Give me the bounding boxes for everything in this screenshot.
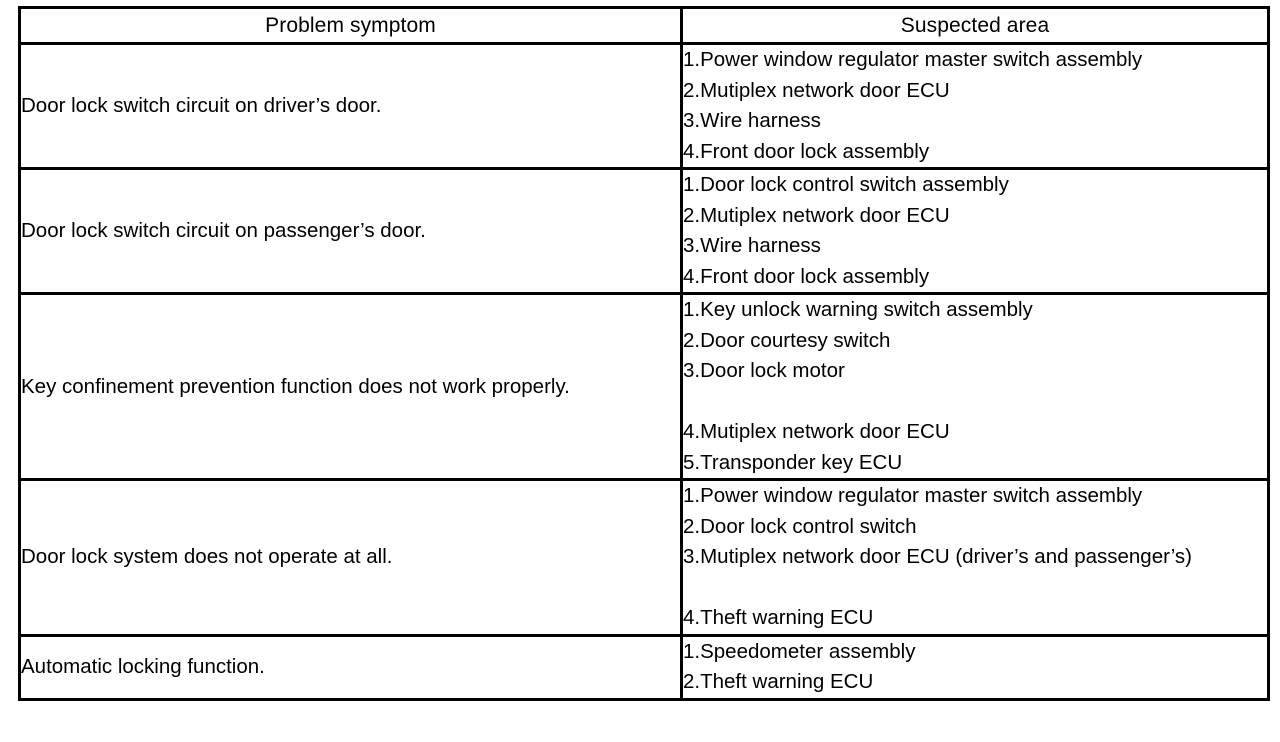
item-label: Door lock motor [700,359,845,382]
table-header-row: Problem symptom Suspected area [18,6,1270,45]
suspected-area-item: 1.Key unlock warning switch assembly [683,295,1267,326]
suspected-area-item: 2.Door lock control switch [683,512,1267,543]
item-label: Theft warning ECU [700,670,874,693]
symptom-cell: Door lock switch circuit on passenger’s … [18,167,683,295]
suspected-area-item: 1.Power window regulator master switch a… [683,481,1267,512]
item-label: Power window regulator master switch ass… [700,48,1143,71]
symptom-cell: Door lock system does not operate at all… [18,478,683,637]
item-number: 4. [683,606,701,629]
item-label: Mutiplex network door ECU [700,203,950,227]
item-number: 3. [683,359,701,382]
suspected-area-item: 3.Wire harness [683,106,1267,137]
table-row: Key confinement prevention function does… [18,292,1270,481]
suspected-area-item: 4.Theft warning ECU [683,603,1267,634]
symptom-cell: Automatic locking function. [18,633,683,701]
item-number: 4. [683,264,701,288]
item-number: 2. [683,328,701,352]
item-label: Wire harness [700,234,821,257]
suspected-area-item: 2.Door courtesy switch [683,326,1267,357]
item-number: 1. [683,484,701,507]
item-number: 2. [683,78,701,102]
suspected-area-item: 2.Mutiplex network door ECU [683,76,1267,107]
table-row: Automatic locking function.1.Speedometer… [18,633,1270,701]
item-label: Mutiplex network door ECU [700,78,950,102]
table-body: Door lock switch circuit on driver’s doo… [18,42,1270,701]
item-label: Door courtesy switch [700,328,891,352]
item-label: Front door lock assembly [700,139,930,163]
suspected-area-item: 5.Transponder key ECU [683,448,1267,479]
item-number: 1. [683,639,701,663]
column-header-suspected-area: Suspected area [680,6,1270,45]
suspected-area-item: 3.Mutiplex network door ECU (driver’s an… [683,542,1267,573]
item-label: Mutiplex network door ECU [700,420,950,443]
suspected-area-item: 4.Mutiplex network door ECU [683,417,1267,448]
item-label: Door lock control switch assembly [700,173,1009,196]
suspected-area-item: 4.Front door lock assembly [683,137,1267,168]
item-number: 2. [683,514,701,538]
item-number: 5. [683,450,701,474]
suspected-area-item: 1.Door lock control switch assembly [683,170,1267,201]
item-number: 3. [683,234,701,257]
item-label: Theft warning ECU [700,606,874,629]
item-number: 2. [683,670,701,693]
item-number: 3. [683,109,701,132]
item-number: 4. [683,420,701,443]
table-row: Door lock switch circuit on driver’s doo… [18,42,1270,170]
item-label: Transponder key ECU [700,450,903,474]
suspected-area-cell: 1.Power window regulator master switch a… [680,478,1270,637]
table-row: Door lock system does not operate at all… [18,478,1270,637]
item-number: 1. [683,173,701,196]
suspected-area-cell: 1.Power window regulator master switch a… [680,42,1270,170]
item-number: 4. [683,139,701,163]
item-label: Wire harness [700,109,821,132]
item-label: Front door lock assembly [700,264,930,288]
suspected-area-item: 3.Door lock motor [683,356,1267,387]
item-label: Speedometer assembly [700,639,916,663]
item-number: 2. [683,203,701,227]
suspected-area-item: 2.Mutiplex network door ECU [683,201,1267,232]
column-header-problem-symptom: Problem symptom [18,6,683,45]
suspected-area-item: 1.Power window regulator master switch a… [683,45,1267,76]
problem-symptom-table: Problem symptom Suspected area Door lock… [18,6,1270,701]
item-label: Door lock control switch [700,514,917,538]
table-row: Door lock switch circuit on passenger’s … [18,167,1270,295]
item-number: 1. [683,48,701,71]
suspected-area-item: 3.Wire harness [683,231,1267,262]
item-label: Mutiplex network door ECU (driver’s and … [700,545,1192,568]
item-label: Power window regulator master switch ass… [700,484,1143,507]
symptom-cell: Key confinement prevention function does… [18,292,683,481]
suspected-area-list: 1.Power window regulator master switch a… [683,45,1267,167]
symptom-cell: Door lock switch circuit on driver’s doo… [18,42,683,170]
table-header: Problem symptom Suspected area [18,6,1270,45]
suspected-area-list: 1.Power window regulator master switch a… [683,481,1267,634]
suspected-area-item: 2.Theft warning ECU [683,667,1267,698]
item-number: 1. [683,298,701,321]
suspected-area-item: 4.Front door lock assembly [683,262,1267,293]
suspected-area-item: 1.Speedometer assembly [683,637,1267,668]
item-label: Key unlock warning switch assembly [700,298,1033,321]
item-number: 3. [683,545,701,568]
